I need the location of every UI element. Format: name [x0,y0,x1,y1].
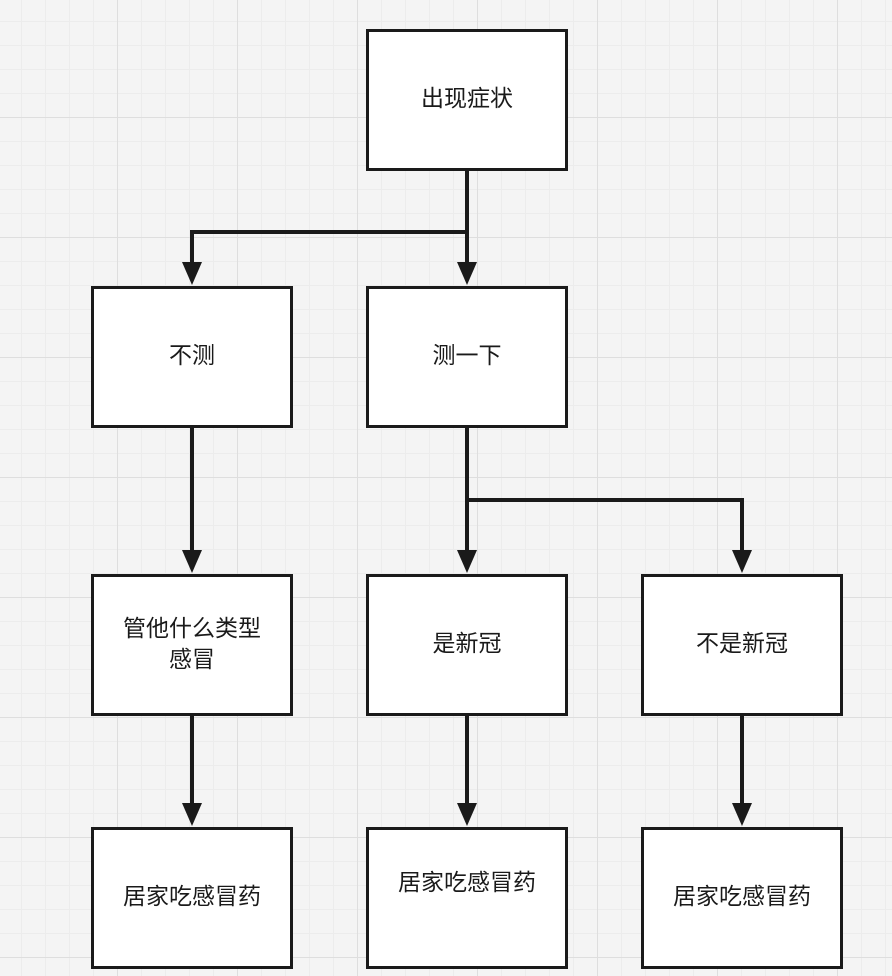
arrowhead-test [457,262,477,285]
node-is-covid: 是新冠 [366,574,568,716]
node-not-covid: 不是新冠 [641,574,843,716]
arrowhead-no-test [182,262,202,285]
node-home-meds-middle-label: 居家吃感冒药 [398,870,536,896]
arrowhead-is-covid [457,550,477,573]
node-test-label: 测一下 [432,343,502,370]
node-no-test-label: 不测 [169,343,215,370]
node-test: 测一下 [366,286,568,428]
node-home-meds-middle: 居家吃感冒药 [366,827,568,969]
node-is-covid-label: 是新冠 [432,631,502,658]
arrowhead-not-covid [732,550,752,573]
node-home-meds-left: 居家吃感冒药 [91,827,293,969]
node-symptoms-label: 出现症状 [421,86,513,113]
node-no-test: 不测 [91,286,293,428]
arrowhead-any-cold [182,550,202,573]
node-home-meds-left-label: 居家吃感冒药 [123,884,261,911]
node-not-covid-label: 不是新冠 [696,631,788,658]
node-home-meds-right-label: 居家吃感冒药 [673,884,811,911]
arrowhead-home-meds-left [182,803,202,826]
node-home-meds-right: 居家吃感冒药 [641,827,843,969]
arrowhead-home-meds-right [732,803,752,826]
edge-symptoms-to-no-test [190,230,467,262]
node-any-cold: 管他什么类型感冒 [91,574,293,716]
arrowhead-home-meds-middle [457,803,477,826]
node-symptoms: 出现症状 [366,29,568,171]
edge-test-to-not-covid [467,498,744,550]
node-any-cold-label: 管他什么类型感冒 [123,615,261,673]
